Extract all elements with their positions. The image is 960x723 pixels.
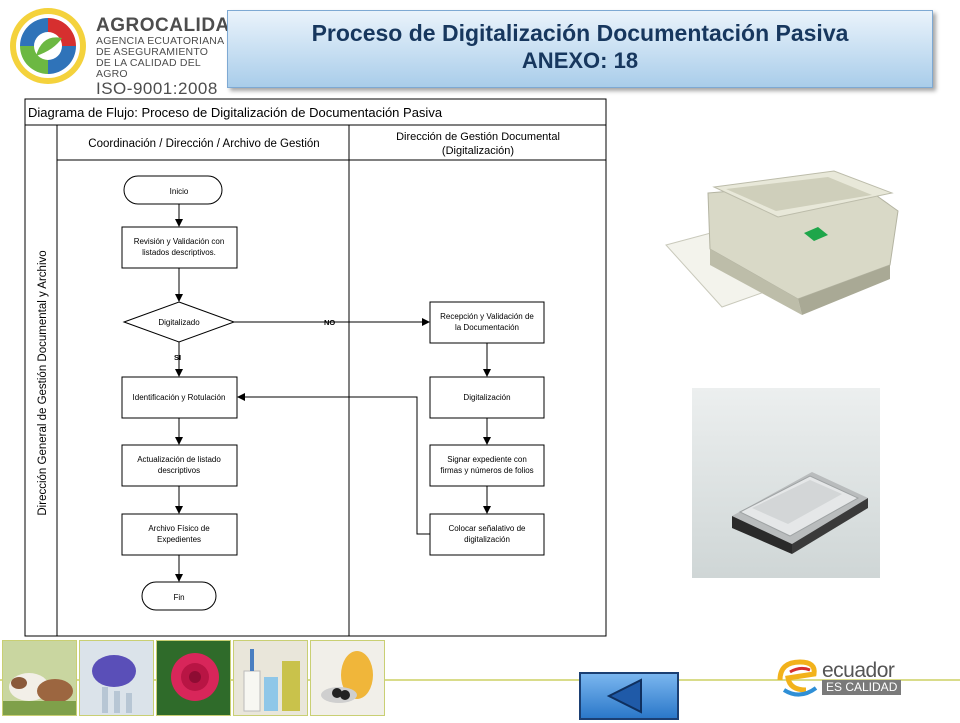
node-identificacion-label: Identificación y Rotulación bbox=[133, 393, 226, 402]
diagram-title: Diagrama de Flujo: Proceso de Digitaliza… bbox=[28, 105, 443, 120]
logo-subtitle-3: DE LA CALIDAD DEL AGRO bbox=[96, 57, 201, 80]
node-signar-label-1: Signar expediente con bbox=[447, 455, 527, 464]
node-actualizacion bbox=[121, 444, 238, 487]
thumb-livestock-image bbox=[2, 640, 77, 716]
ecuador-name: ecuador bbox=[822, 659, 895, 682]
vertical-lane-label: Dirección General de Gestión Documental … bbox=[37, 250, 49, 515]
node-signar-label-2: firmas y números de folios bbox=[440, 466, 533, 475]
node-signar bbox=[429, 444, 545, 487]
node-digitalizacion-label: Digitalización bbox=[463, 393, 510, 402]
node-fin-label: Fin bbox=[173, 593, 184, 602]
footer-divider bbox=[0, 679, 960, 681]
node-archivo-label-1: Archivo Físico de bbox=[148, 524, 210, 533]
thumb-lab-image bbox=[79, 640, 154, 716]
agrocalidad-emblem-icon bbox=[10, 8, 86, 84]
node-recepcion-label-1: Recepción y Validación de bbox=[440, 312, 534, 321]
node-colocar bbox=[429, 513, 545, 556]
node-revision-label-1: Revisión y Validación con bbox=[134, 237, 225, 246]
edge-label-no: NO bbox=[324, 318, 335, 327]
node-recepcion-label-2: la Documentación bbox=[455, 323, 519, 332]
node-inicio bbox=[123, 175, 223, 205]
ecuador-tag: ES CALIDAD bbox=[822, 680, 902, 695]
agrocalidad-logo: AGROCALIDAD AGENCIA ECUATORIANA DE ASEGU… bbox=[6, 4, 244, 98]
node-colocar-label-2: digitalización bbox=[464, 535, 510, 544]
edge-label-si: SI bbox=[174, 353, 181, 362]
annex-label: ANEXO: 18 bbox=[521, 48, 639, 73]
lane-right-label-1: Dirección de Gestión Documental bbox=[396, 131, 560, 143]
lane-left-label: Coordinación / Dirección / Archivo de Ge… bbox=[88, 138, 319, 150]
logo-iso: ISO-9001:2008 bbox=[96, 79, 218, 98]
back-arrow-icon bbox=[606, 678, 642, 714]
logo-subtitle-1: AGENCIA ECUATORIANA bbox=[96, 35, 225, 47]
node-recepcion bbox=[429, 301, 545, 344]
node-identificacion bbox=[121, 376, 238, 419]
node-revision-label-2: listados descriptivos. bbox=[142, 248, 216, 257]
footer-thumbnails bbox=[2, 640, 388, 718]
back-button[interactable] bbox=[579, 672, 679, 720]
node-fin bbox=[141, 581, 217, 611]
portable-scanner-image bbox=[692, 388, 880, 578]
ecuador-emblem-icon bbox=[777, 659, 818, 697]
node-archivo-label-2: Expedientes bbox=[157, 535, 201, 544]
node-colocar-label-1: Colocar señalativo de bbox=[449, 524, 526, 533]
ecuador-logo bbox=[770, 650, 950, 706]
page-title: Proceso de Digitalización Documentación … bbox=[311, 20, 849, 46]
node-actualizacion-label-2: descriptivos bbox=[158, 466, 200, 475]
title-banner: Proceso de Digitalización Documentación … bbox=[227, 10, 933, 88]
flow-diagram: Diagrama de Flujo: Proceso de Digitaliza… bbox=[24, 98, 608, 638]
thumb-vials-image bbox=[233, 640, 308, 716]
edge-digitalizacion-return bbox=[237, 393, 430, 535]
node-actualizacion-label-1: Actualización de listado bbox=[137, 455, 221, 464]
scanner-green-button-icon bbox=[804, 227, 828, 241]
thumb-rose-image bbox=[156, 640, 231, 716]
node-inicio-label: Inicio bbox=[170, 187, 189, 196]
node-archivo bbox=[121, 513, 238, 556]
node-digitalizado-label: Digitalizado bbox=[158, 318, 200, 327]
thumb-fruit-image bbox=[310, 640, 385, 716]
logo-brand: AGROCALIDAD bbox=[96, 15, 244, 36]
node-revision bbox=[121, 226, 238, 269]
lane-right-label-2: (Digitalización) bbox=[442, 145, 514, 157]
logo-subtitle-2: DE ASEGURAMIENTO bbox=[96, 46, 209, 58]
flatbed-scanner-image bbox=[658, 165, 908, 315]
